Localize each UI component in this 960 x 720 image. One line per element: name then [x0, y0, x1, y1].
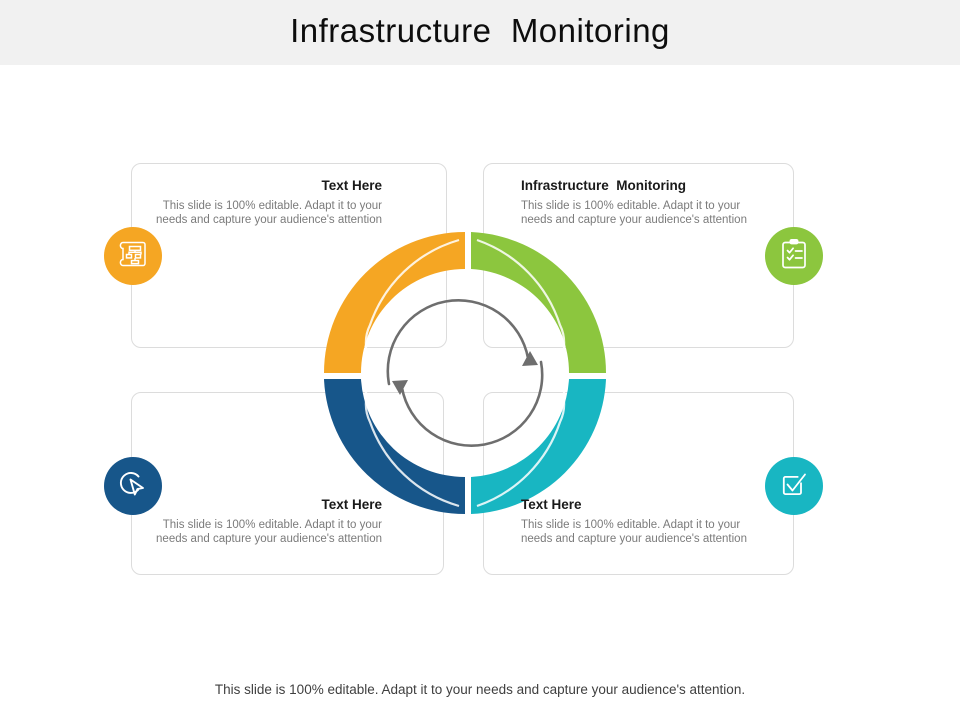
cycle-arrowheads	[392, 351, 538, 395]
card-body-bottom-left: This slide is 100% editable. Adapt it to…	[156, 519, 382, 546]
text-block-bottom-right: Text Here This slide is 100% editable. A…	[521, 497, 753, 547]
card-heading-top-left: Text Here	[321, 178, 382, 193]
donut-segment-top-left	[324, 232, 465, 373]
footer-note: This slide is 100% editable. Adapt it to…	[214, 682, 746, 697]
clipboard-checklist-icon	[778, 237, 810, 276]
header-band	[0, 0, 960, 65]
cycle-refresh-arrows	[386, 299, 544, 447]
badge-bottom-right[interactable]	[765, 457, 823, 515]
text-block-top-right: Infrastructure Monitoring This slide is …	[521, 178, 753, 228]
text-block-bottom-left: Text Here This slide is 100% editable. A…	[150, 497, 382, 547]
quadrant-donut-diagram	[310, 218, 620, 528]
checkbox-check-icon	[777, 467, 811, 506]
card-heading-top-right: Infrastructure Monitoring	[521, 178, 686, 193]
text-block-top-left: Text Here This slide is 100% editable. A…	[150, 178, 382, 228]
page-title: Infrastructure Monitoring	[290, 12, 670, 49]
card-body-top-right: This slide is 100% editable. Adapt it to…	[521, 200, 747, 227]
blueprint-network-icon	[116, 237, 150, 276]
badge-top-right[interactable]	[765, 227, 823, 285]
badge-bottom-left[interactable]	[104, 457, 162, 515]
badge-top-left[interactable]	[104, 227, 162, 285]
card-heading-bottom-right: Text Here	[521, 497, 582, 512]
card-body-bottom-right: This slide is 100% editable. Adapt it to…	[521, 519, 747, 546]
card-heading-bottom-left: Text Here	[321, 497, 382, 512]
donut-segment-bottom-left	[324, 379, 465, 515]
card-body-top-left: This slide is 100% editable. Adapt it to…	[156, 200, 382, 227]
donut-segment-bottom-right	[471, 379, 606, 514]
cursor-click-icon	[116, 467, 150, 506]
donut-segment-top-right	[471, 232, 607, 373]
